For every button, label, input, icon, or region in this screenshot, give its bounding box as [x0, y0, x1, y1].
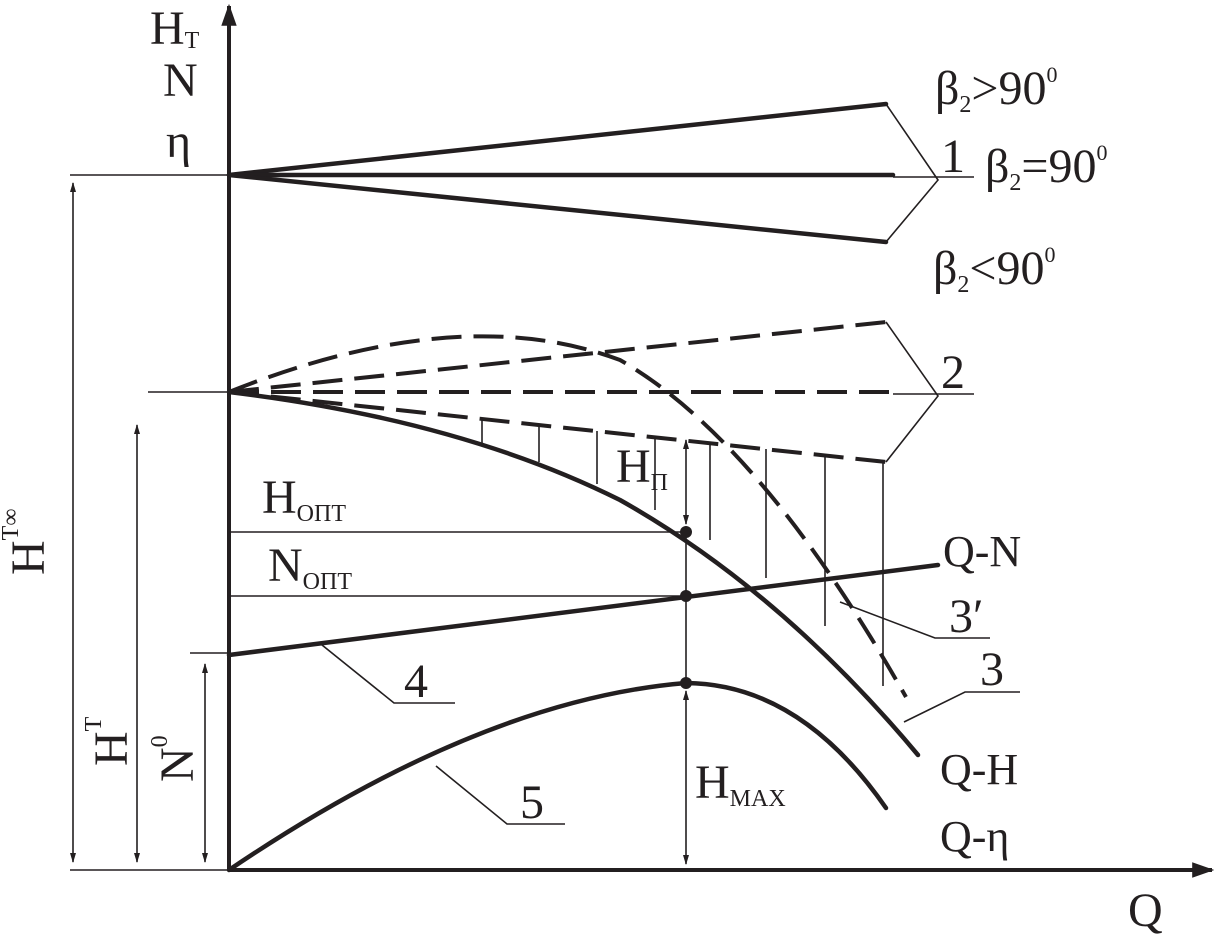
label-q-n: Q-N [943, 527, 1021, 576]
label-4: 4 [404, 655, 428, 708]
label-beta-lt-90: β2<900 [933, 242, 1056, 298]
line-beta-gt-90 [226, 101, 889, 178]
label-n-opt: NОПТ [268, 539, 352, 595]
label-beta-gt-90: β2>900 [935, 62, 1058, 118]
curve-q-eta [226, 680, 889, 873]
y-axis-labels: HТ N η [150, 2, 200, 168]
curve-3-prime [228, 334, 908, 698]
family-2-lines [228, 320, 974, 464]
dashed-line-upper [228, 320, 887, 394]
dashed-line-lower [228, 390, 887, 464]
label-family-2: 2 [941, 346, 965, 399]
label-h-t: HТ [81, 716, 138, 766]
leader-4 [321, 644, 455, 704]
axes [221, 3, 1215, 878]
point-eta-max [680, 677, 692, 689]
leader-3-prime [839, 601, 990, 639]
label-h-max: HMAX [695, 756, 786, 812]
label-beta-eq-90: β2=900 [985, 140, 1108, 196]
label-family-1: 1 [941, 130, 965, 183]
label-3: 3 [980, 643, 1004, 696]
point-h-opt [680, 526, 692, 538]
label-5: 5 [520, 776, 544, 829]
label-n-0: N0 [147, 735, 204, 782]
label-h-p: HП [616, 440, 668, 496]
line-beta-lt-90 [226, 172, 889, 245]
leader-3 [903, 691, 1020, 723]
loss-hatching [481, 419, 884, 686]
point-n-opt [680, 590, 692, 602]
curve-q-n [226, 562, 941, 658]
y-label-eta: η [166, 115, 191, 168]
label-h-opt: HОПТ [262, 471, 346, 527]
label-h-t-inf: HТ∞ [0, 509, 55, 575]
x-axis-label: Q [1128, 884, 1163, 937]
family-1-lines [226, 101, 974, 245]
y-label-h: HТ [150, 2, 200, 55]
leader-5 [435, 765, 565, 825]
label-q-eta: Q-η [940, 812, 1009, 861]
y-label-n: N [163, 54, 198, 107]
curve-q-h [226, 389, 921, 758]
label-q-h: Q-H [940, 745, 1018, 794]
label-3-prime: 3′ [949, 590, 984, 643]
leader-2 [885, 321, 939, 463]
leader-1 [885, 103, 940, 243]
